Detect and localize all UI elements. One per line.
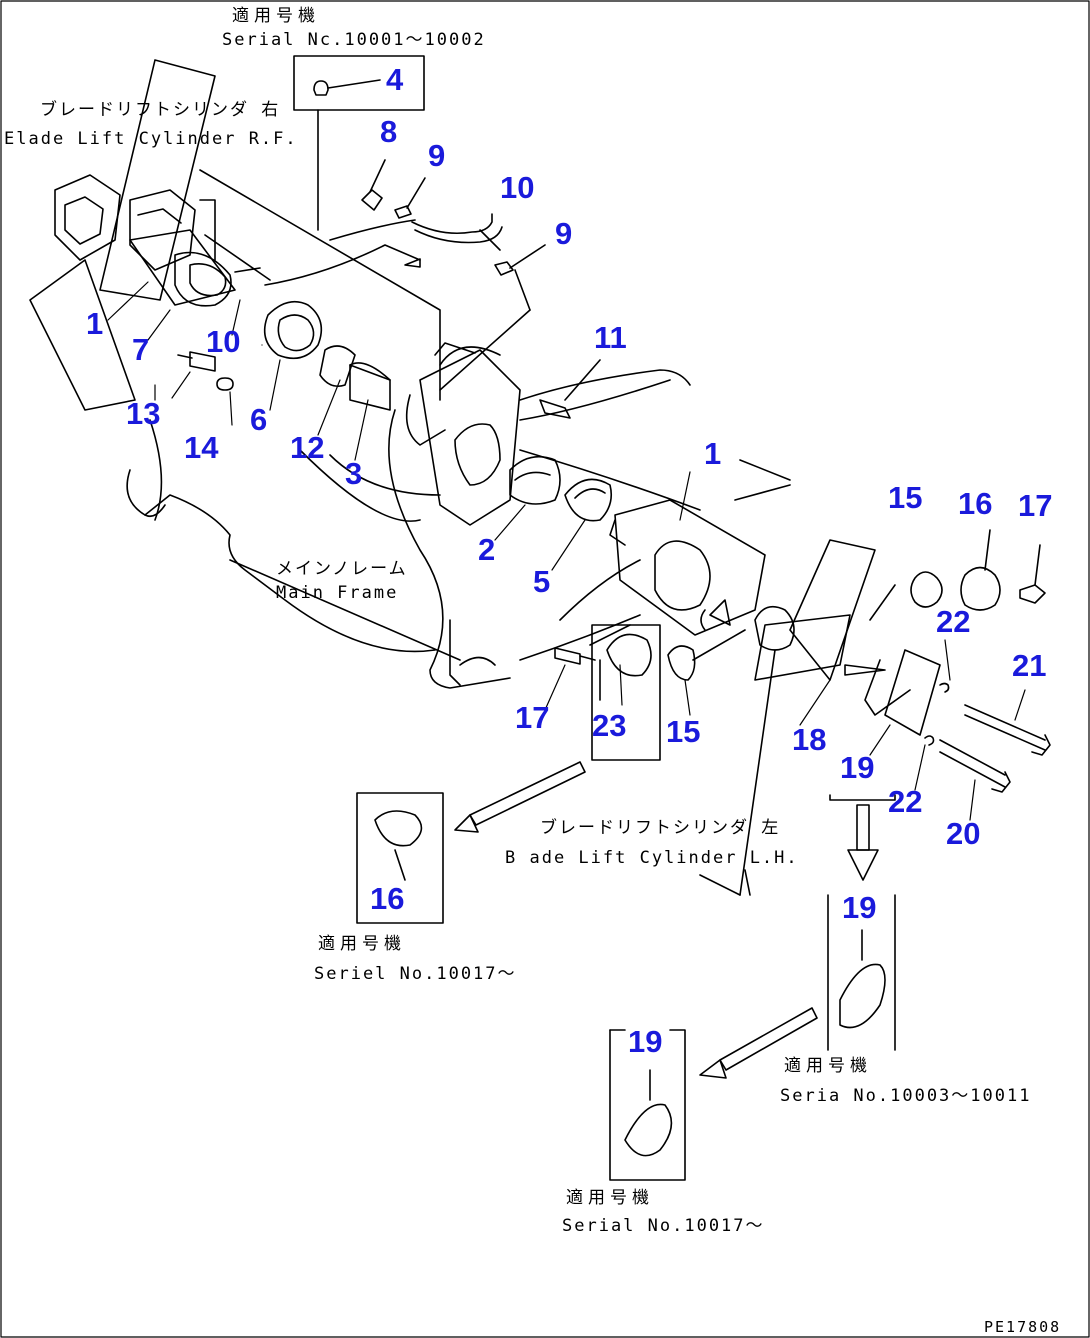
parts-center — [509, 455, 1051, 896]
callout-6: 6 — [250, 402, 268, 437]
callout-15: 15 — [888, 480, 923, 515]
serial-19b-jp: 適用号機 — [566, 1188, 654, 1208]
callout-3: 3 — [345, 456, 363, 491]
callout-1: 1 — [86, 306, 104, 341]
serial-top-jp: 適用号機 — [232, 6, 320, 26]
callout-10: 10 — [500, 170, 535, 205]
callout-16: 16 — [370, 881, 405, 916]
callout-1: 1 — [704, 436, 722, 471]
box-19b — [609, 1029, 686, 1181]
callout-5: 5 — [533, 564, 551, 599]
callout-19: 19 — [842, 890, 877, 925]
callout-19: 19 — [840, 750, 875, 785]
callout-2: 2 — [478, 532, 496, 567]
serial-19a-jp: 適用号機 — [784, 1056, 872, 1076]
cylinder-lh-jp: ブレードリフトシリンダ 左 — [540, 818, 781, 838]
serial-19b: Serial No.10017〜 — [562, 1216, 765, 1236]
callout-17: 17 — [515, 700, 550, 735]
callout-4: 4 — [386, 62, 404, 97]
callout-21: 21 — [1012, 648, 1047, 683]
callout-7: 7 — [132, 332, 150, 367]
serial-16: Seriel No.10017〜 — [314, 964, 517, 984]
callout-17: 17 — [1018, 488, 1053, 523]
callout-9: 9 — [555, 216, 573, 251]
callout-23: 23 — [592, 708, 627, 743]
main-frame-drawing — [126, 169, 791, 689]
main-frame-jp: メインノレーム — [276, 559, 408, 579]
cylinder-rh-drawing — [29, 59, 271, 411]
serial-box-top — [293, 55, 425, 231]
box-19a — [699, 894, 896, 1079]
cylinder-lh: B ade Lift Cylinder L.H. — [505, 848, 799, 868]
cylinder-rh-jp: ブレードリフトシリンダ 右 — [40, 100, 281, 120]
box-19-upper — [829, 794, 896, 881]
main-frame: Main Frame — [276, 583, 399, 603]
callout-10: 10 — [206, 324, 241, 359]
cylinder-rh: Elade Lift Cylinder R.F. — [4, 129, 298, 149]
callout-14: 14 — [184, 430, 219, 465]
box-16 — [356, 761, 586, 924]
callout-20: 20 — [946, 816, 981, 851]
parts-upper-center — [177, 159, 601, 419]
callout-22: 22 — [888, 784, 923, 819]
callout-9: 9 — [428, 138, 446, 173]
serial-top: Serial Nc.10001〜10002 — [222, 30, 486, 50]
callout-13: 13 — [126, 396, 161, 431]
callout-22: 22 — [936, 604, 971, 639]
callout-15: 15 — [666, 714, 701, 749]
callout-8: 8 — [380, 114, 398, 149]
callout-11: 11 — [594, 320, 627, 355]
serial-19a: Seria No.10003〜10011 — [780, 1086, 1032, 1106]
callout-16: 16 — [958, 486, 993, 521]
drawing-id: PE17808 — [984, 1318, 1062, 1336]
callout-12: 12 — [290, 430, 325, 465]
callout-18: 18 — [792, 722, 827, 757]
serial-16-jp: 適用号機 — [318, 934, 406, 954]
leader-lines — [107, 281, 1026, 821]
callout-19: 19 — [628, 1024, 663, 1059]
